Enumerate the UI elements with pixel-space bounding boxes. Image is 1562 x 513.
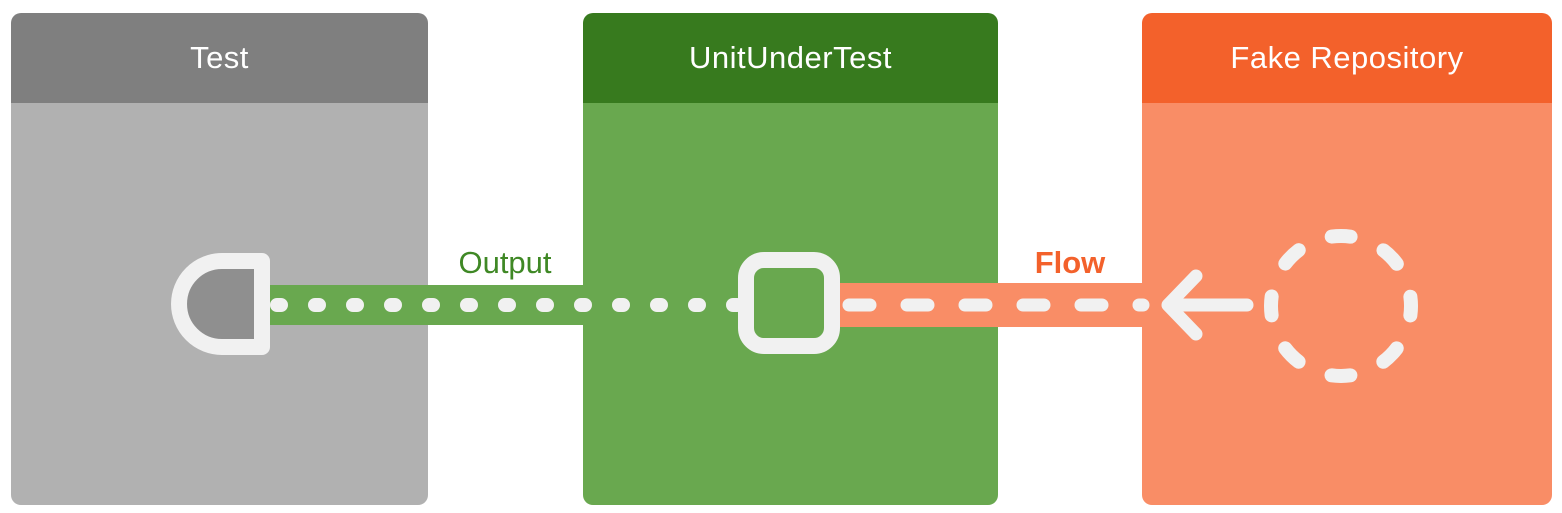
box-unit-under-test-body (583, 103, 998, 505)
box-unit-under-test-header: UnitUnderTest (583, 13, 998, 103)
box-fake-repository-body (1142, 103, 1552, 505)
flow-label: Flow (1034, 245, 1106, 280)
box-fake-repository: Fake Repository (1142, 13, 1552, 505)
box-test-body (11, 103, 428, 505)
output-label: Output (458, 245, 552, 280)
box-unit-under-test: UnitUnderTest (583, 13, 998, 505)
box-test-title: Test (190, 40, 249, 75)
box-test: Test (11, 13, 428, 505)
box-unit-under-test-title: UnitUnderTest (689, 40, 892, 75)
box-fake-repository-title: Fake Repository (1230, 40, 1464, 75)
box-test-header: Test (11, 13, 428, 103)
box-fake-repository-header: Fake Repository (1142, 13, 1552, 103)
